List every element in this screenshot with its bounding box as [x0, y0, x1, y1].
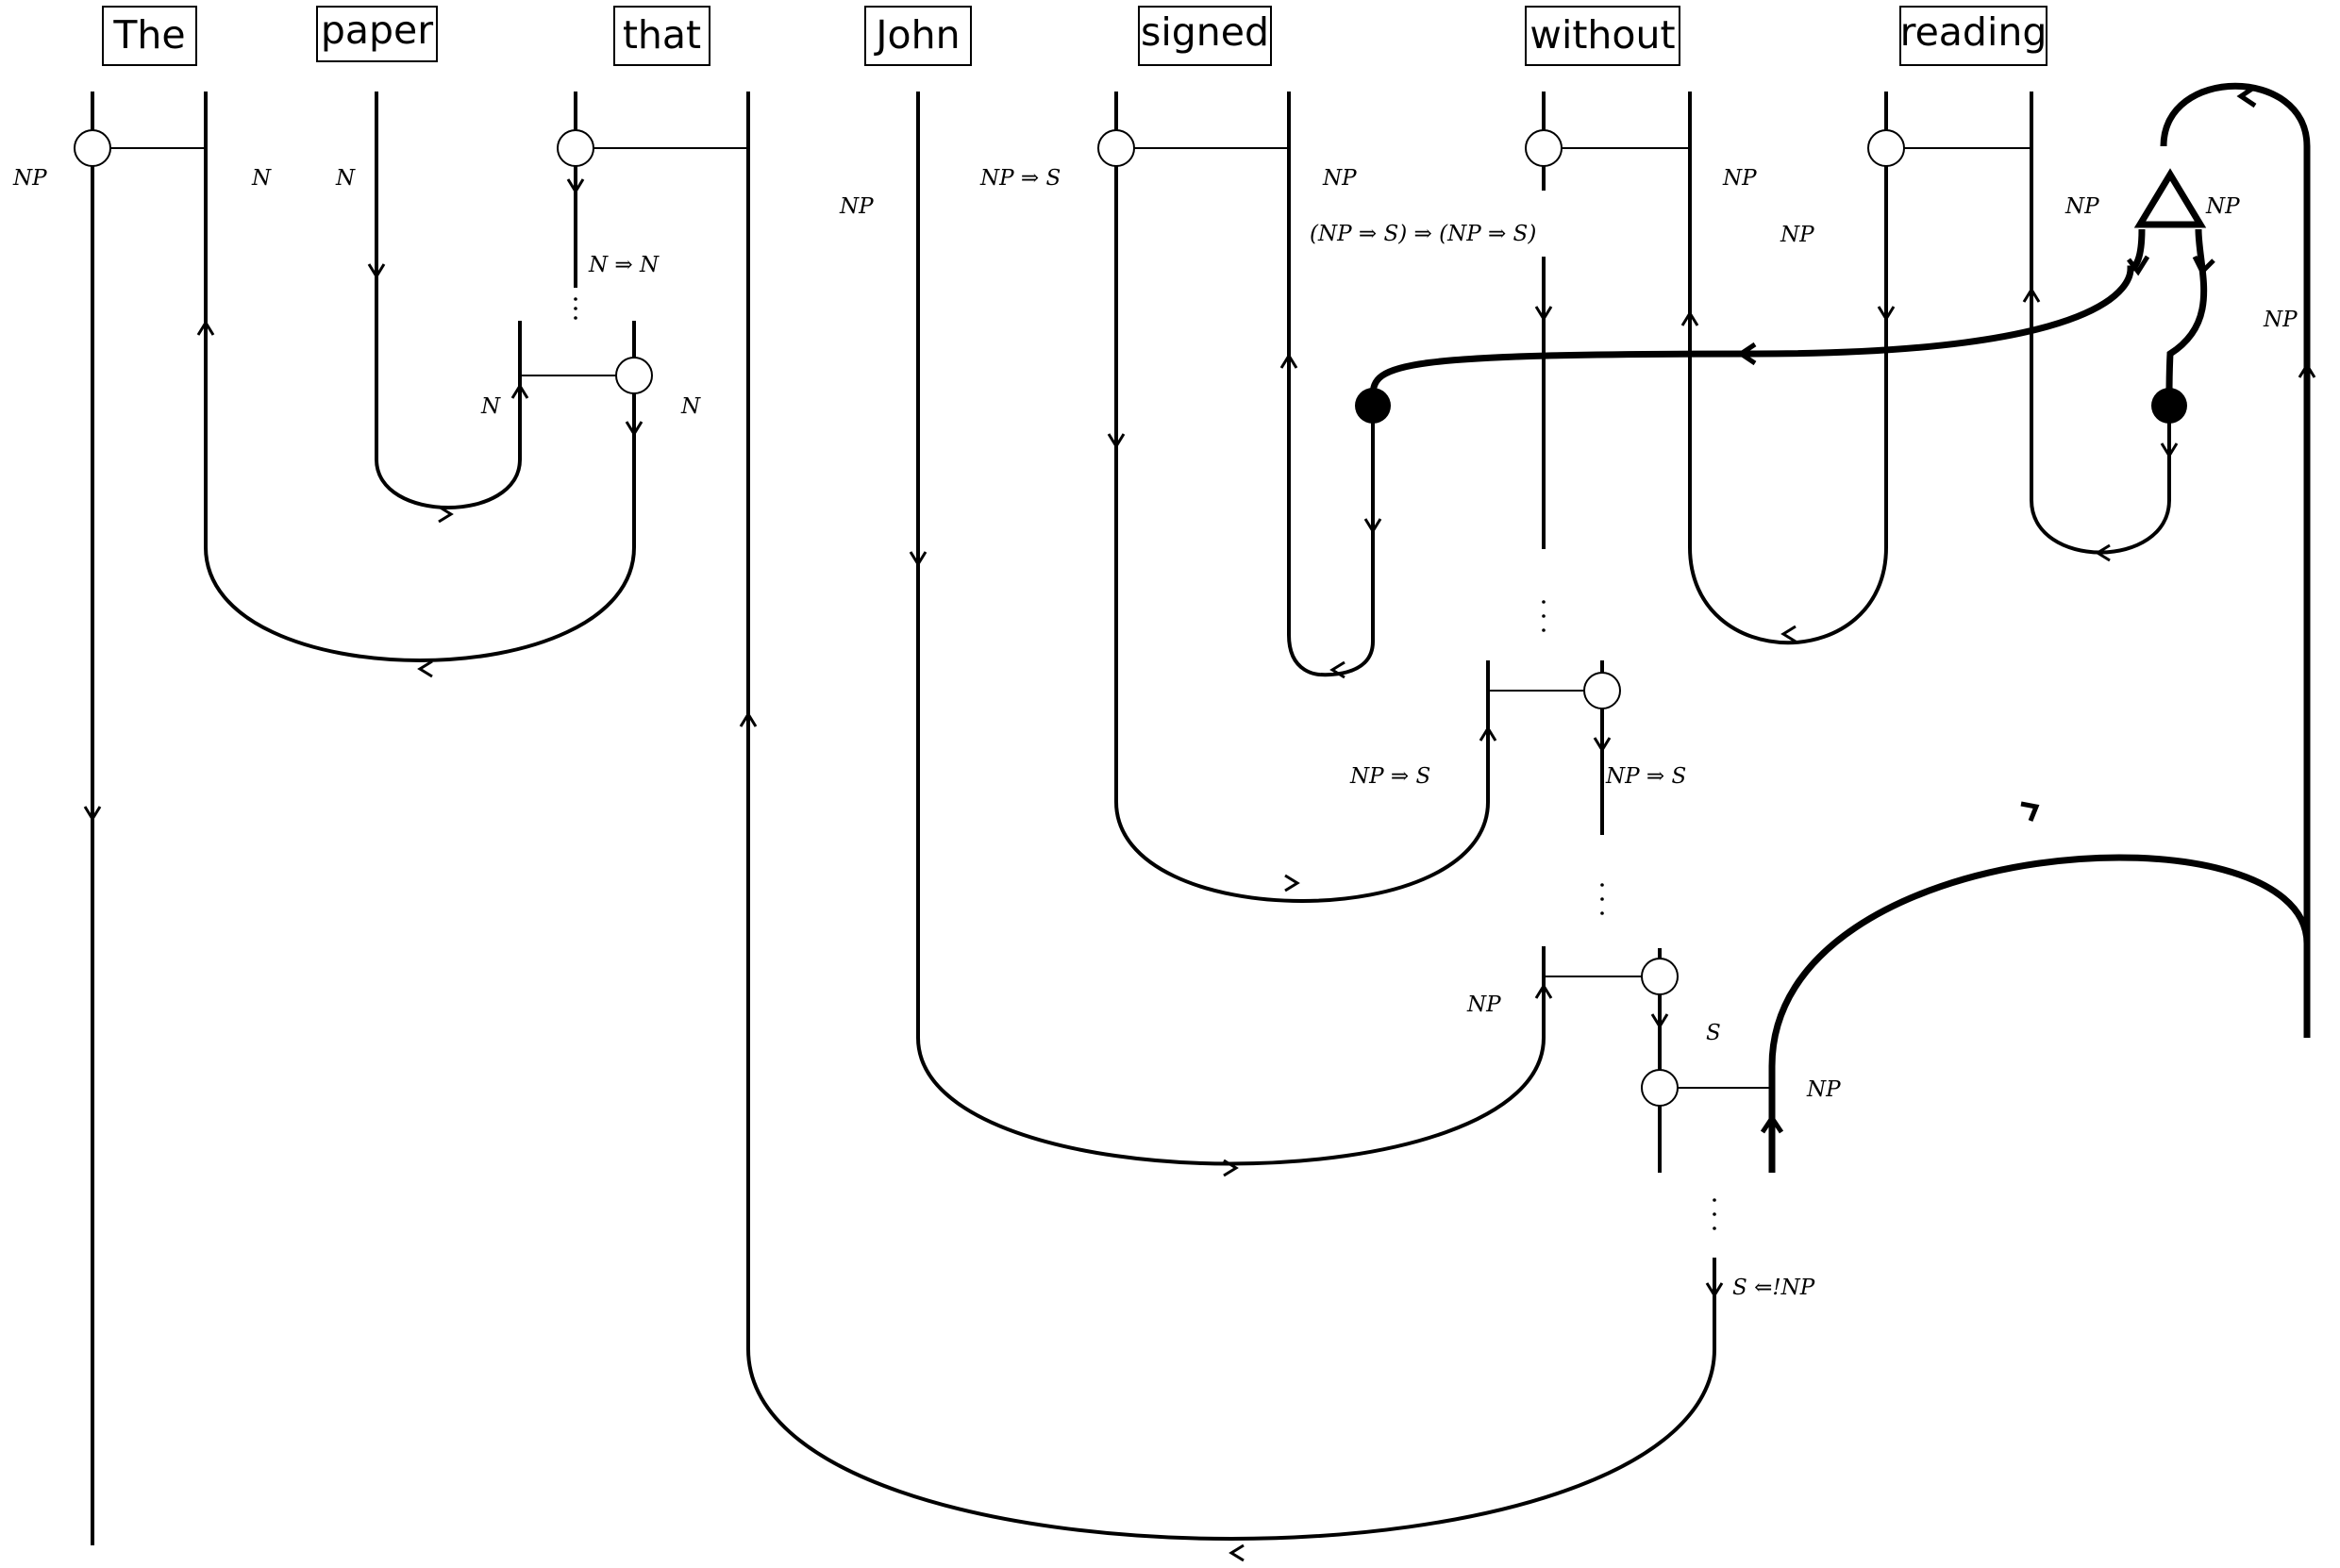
type-labels: NP N N N ⇒ N N N NP NP ⇒ S NP (NP ⇒ S) ⇒…: [12, 166, 2298, 1300]
node-without: [1525, 129, 1563, 167]
label-n-the: N: [251, 166, 272, 191]
ellipsis-vp: [1600, 883, 1604, 915]
label-np-without-1: NP: [1722, 166, 1757, 191]
wires: [91, 92, 2171, 1545]
label-np-the: NP: [12, 166, 47, 191]
label-n-to-n: N ⇒ N: [588, 253, 660, 277]
label-np-to-s-left: NP ⇒ S: [1349, 764, 1430, 789]
word-box-paper: paper: [316, 6, 438, 62]
label-np-reading-1: NP: [2064, 194, 2099, 219]
label-adverbial: (NP ⇒ S) ⇒ (NP ⇒ S): [1310, 222, 1536, 246]
word-signed: signed: [1141, 9, 1269, 55]
label-np-john: NP: [839, 194, 874, 219]
label-np-signed: NP: [1322, 166, 1357, 191]
word-box-that: that: [613, 6, 710, 66]
node-that-top: [557, 129, 594, 167]
word-reading: reading: [1900, 9, 2048, 55]
ellipsis-without: [1542, 600, 1546, 632]
node-sentence: [1641, 1069, 1679, 1107]
node-vp: [1583, 672, 1621, 709]
ellipsis-marks: [574, 297, 1716, 1230]
word-the: The: [112, 12, 185, 58]
label-np-to-s-right: NP ⇒ S: [1605, 764, 1686, 789]
dot-left: [1355, 388, 1391, 424]
word-box-signed: signed: [1138, 6, 1272, 66]
node-s: [1641, 958, 1679, 995]
label-n-inner-left: N: [480, 394, 501, 419]
par-nodes: [74, 129, 1905, 1107]
weakening-dots: [1355, 388, 2187, 424]
node-that-inner: [615, 357, 653, 394]
node-signed: [1097, 129, 1135, 167]
label-n-paper: N: [335, 166, 356, 191]
label-np-to-s-signed: NP ⇒ S: [979, 166, 1061, 191]
label-s: S: [1706, 1021, 1721, 1045]
ellipsis-that: [574, 297, 577, 320]
word-that: that: [623, 12, 701, 58]
label-np-without-2: NP: [1780, 223, 1814, 247]
label-np-loop: NP: [2263, 308, 2298, 332]
tie-lines: [92, 147, 2031, 1089]
node-the: [74, 129, 111, 167]
thick-wires: [1319, 82, 2311, 1173]
label-n-inner-right: N: [680, 394, 701, 419]
label-s-from-bang-np: S ⇐!NP: [1732, 1276, 1815, 1300]
word-without: without: [1529, 12, 1675, 58]
label-np-gap: NP: [1806, 1077, 1841, 1102]
word-box-without: without: [1525, 6, 1680, 66]
word-paper: paper: [321, 8, 433, 53]
label-np-reading-2: NP: [2205, 194, 2240, 219]
node-reading: [1867, 129, 1905, 167]
contraction-triangle: [2133, 168, 2207, 228]
ellipsis-s: [1713, 1198, 1716, 1230]
label-np-subject: NP: [1466, 993, 1501, 1017]
word-box-the: The: [102, 6, 197, 66]
dot-right: [2151, 388, 2187, 424]
word-john: John: [873, 12, 960, 58]
word-box-reading: reading: [1899, 6, 2048, 66]
word-box-john: John: [864, 6, 972, 66]
arrowheads: [83, 84, 2316, 1562]
